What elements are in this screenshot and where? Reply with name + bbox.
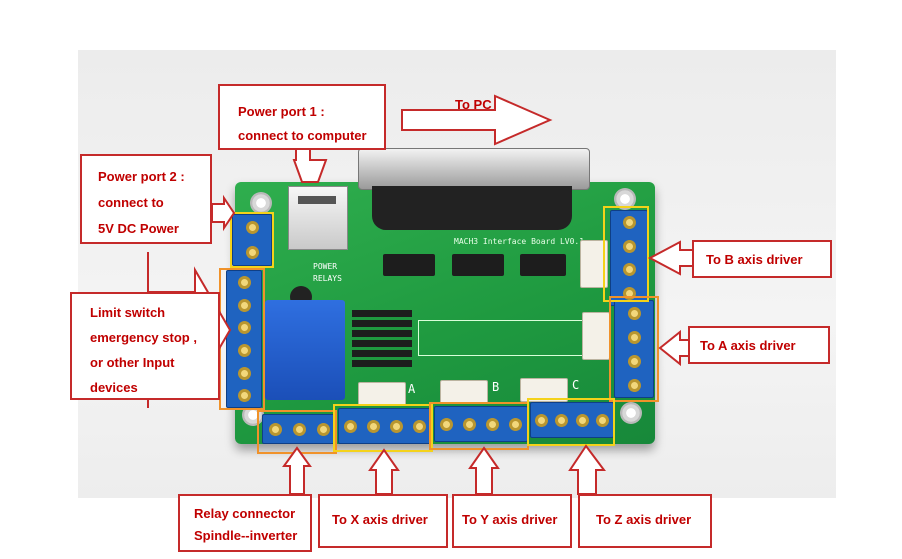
ic-chip (520, 254, 566, 276)
y-axis-terminal (434, 406, 528, 442)
mounting-hole (250, 192, 272, 214)
z-axis-highlight (527, 398, 615, 446)
limit-switch-terminal (226, 270, 262, 408)
ic-chip (452, 254, 504, 276)
label-power-port-2: Power port 2 : connect to 5V DC Power (80, 154, 212, 244)
label-relay-connector: Relay connector Spindle--inverter (178, 494, 312, 552)
label-to-b-axis: To B axis driver (692, 240, 832, 278)
label-power-port-2-line: Power port 2 : (98, 169, 185, 184)
arrow-z-up-icon (568, 444, 606, 495)
label-power-port-1: Power port 1 : connect to computer (218, 84, 386, 150)
label-to-a-axis: To A axis driver (688, 326, 830, 364)
b-axis-highlight (603, 206, 649, 302)
arrow-to-pc-icon (401, 94, 553, 146)
usb-slot (298, 196, 336, 204)
arrow-power2-icon (211, 194, 236, 232)
relay (265, 300, 345, 400)
label-power-port-2-line: connect to (98, 195, 164, 210)
axis-b-silk: B (492, 380, 500, 394)
ic-chip (383, 254, 435, 276)
label-to-a-axis-text: To A axis driver (700, 338, 796, 353)
label-to-y-axis-text: To Y axis driver (462, 512, 558, 527)
label-to-z-axis-text: To Z axis driver (596, 512, 692, 527)
a-axis-terminal (614, 300, 654, 398)
arrow-x-up-icon (368, 448, 400, 495)
label-to-pc: To PC (455, 97, 492, 112)
label-limit-switch: Limit switch emergency stop , or other I… (70, 292, 220, 400)
label-to-z-axis: To Z axis driver (578, 494, 712, 548)
label-to-x-axis-text: To X axis driver (332, 512, 428, 527)
label-power-port-1-line: connect to computer (238, 128, 367, 143)
arrow-y-up-icon (468, 446, 500, 495)
z-axis-terminal (530, 402, 614, 438)
arrow-b-axis-icon (647, 240, 695, 276)
label-to-b-axis-text: To B axis driver (706, 252, 803, 267)
label-to-x-axis: To X axis driver (318, 494, 448, 548)
label-limit-switch-line: devices (90, 380, 138, 395)
label-to-y-axis: To Y axis driver (452, 494, 572, 548)
axis-c-silk: C (572, 378, 580, 392)
power-terminal-highlight (230, 212, 274, 268)
label-power-port-2-line: 5V DC Power (98, 221, 179, 236)
relay-terminal (262, 414, 336, 444)
mounting-hole (620, 402, 642, 424)
db25-body (372, 186, 572, 230)
arrow-usb-down-icon (292, 145, 328, 183)
power-terminal (232, 214, 272, 266)
label-limit-switch-line: emergency stop , (90, 330, 197, 345)
label-power-port-1-line: Power port 1 : (238, 104, 325, 119)
arrow-relay-up-icon (282, 446, 312, 495)
relays-led-label: RELAYS (313, 274, 342, 283)
label-relay-connector-line: Spindle--inverter (194, 528, 298, 543)
label-relay-connector-line: Relay connector (194, 506, 296, 521)
label-limit-switch-line: Limit switch (90, 305, 166, 320)
a-axis-highlight (609, 296, 659, 402)
axis-a-silk: A (408, 382, 416, 396)
optocoupler-row (352, 310, 412, 370)
power-led-label: POWER (313, 262, 338, 271)
board-title: MACH3 Interface Board LV0.1 (454, 237, 585, 246)
label-limit-switch-line: or other Input (90, 355, 175, 370)
mounting-hole (614, 188, 636, 210)
